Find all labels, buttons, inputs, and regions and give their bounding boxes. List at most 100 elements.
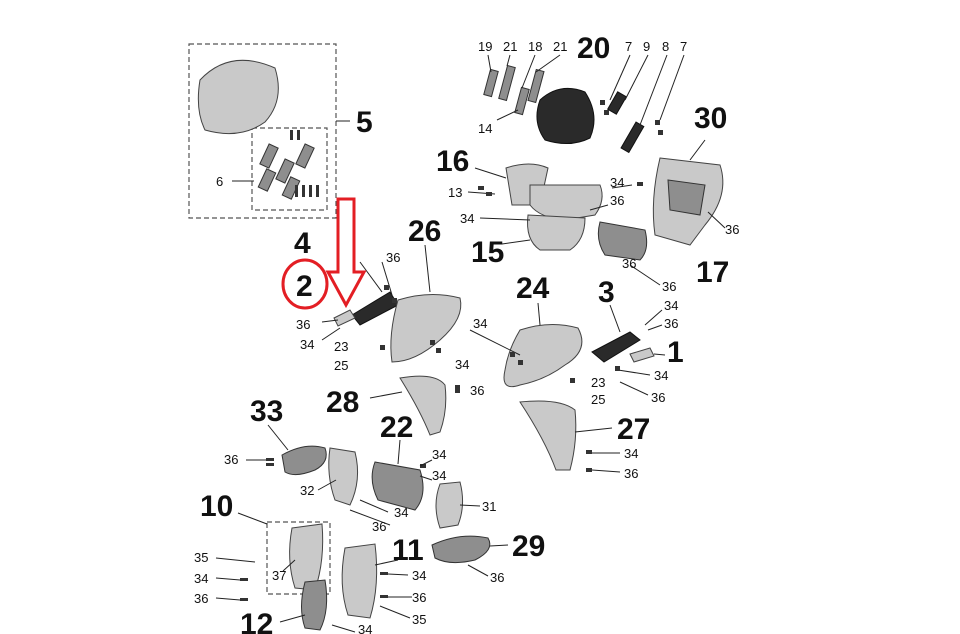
callout-36: 36 bbox=[610, 193, 624, 208]
callout-21: 21 bbox=[503, 39, 517, 54]
callout-14: 14 bbox=[478, 121, 492, 136]
callout-8: 8 bbox=[662, 39, 669, 54]
panel-33 bbox=[281, 445, 327, 476]
callout-36: 36 bbox=[490, 570, 504, 585]
kit-10-box bbox=[266, 521, 331, 595]
callout-34: 34 bbox=[654, 368, 668, 383]
top-small-parts bbox=[483, 64, 545, 116]
panel-32 bbox=[328, 447, 359, 506]
callout-16: 16 bbox=[436, 145, 469, 178]
callout-36: 36 bbox=[224, 452, 238, 467]
callout-5: 5 bbox=[356, 106, 373, 139]
callout-32: 32 bbox=[300, 483, 314, 498]
headlight-15 bbox=[527, 214, 586, 251]
highlight-arrow-icon bbox=[325, 197, 367, 309]
panel-29 bbox=[431, 535, 491, 564]
callout-30: 30 bbox=[694, 102, 727, 135]
callout-15: 15 bbox=[471, 236, 504, 269]
callout-34: 34 bbox=[358, 622, 372, 634]
bracket-37 bbox=[289, 523, 324, 591]
callout-31: 31 bbox=[482, 499, 496, 514]
callout-17: 17 bbox=[696, 256, 729, 289]
front-cowl-26 bbox=[390, 294, 462, 363]
windshield-brackets bbox=[257, 130, 319, 200]
callout-36: 36 bbox=[664, 316, 678, 331]
callout-36: 36 bbox=[651, 390, 665, 405]
callout-1: 1 bbox=[667, 336, 684, 369]
grille-17 bbox=[597, 221, 648, 261]
callout-34: 34 bbox=[432, 468, 446, 483]
callout-36: 36 bbox=[296, 317, 310, 332]
callout-23: 23 bbox=[591, 375, 605, 390]
callout-21: 21 bbox=[553, 39, 567, 54]
callout-34: 34 bbox=[432, 447, 446, 462]
callout-36: 36 bbox=[624, 466, 638, 481]
mirror-brackets bbox=[600, 91, 663, 154]
callout-33: 33 bbox=[250, 395, 283, 428]
callout-34: 34 bbox=[455, 357, 469, 372]
front-cowl-24 bbox=[503, 324, 583, 388]
callout-19: 19 bbox=[478, 39, 492, 54]
callout-9: 9 bbox=[643, 39, 650, 54]
callout-12: 12 bbox=[240, 608, 273, 634]
fastener-clips bbox=[240, 182, 643, 601]
callout-4: 4 bbox=[294, 227, 311, 260]
callout-22: 22 bbox=[380, 411, 413, 444]
callout-34: 34 bbox=[624, 446, 638, 461]
panel-11 bbox=[341, 543, 378, 619]
callout-34: 34 bbox=[394, 505, 408, 520]
callout-36: 36 bbox=[725, 222, 739, 237]
callout-18: 18 bbox=[528, 39, 542, 54]
callout-36: 36 bbox=[194, 591, 208, 606]
highlight-circle bbox=[281, 258, 329, 310]
callout-7: 7 bbox=[680, 39, 687, 54]
inner-trim-3 bbox=[591, 331, 641, 363]
side-panel-27 bbox=[519, 400, 577, 471]
callout-24: 24 bbox=[516, 272, 550, 305]
callout-37: 37 bbox=[272, 568, 286, 583]
callout-10: 10 bbox=[200, 490, 233, 523]
callout-35: 35 bbox=[194, 550, 208, 565]
callout-34: 34 bbox=[412, 568, 426, 583]
windshield-hardware-box bbox=[251, 127, 328, 211]
callout-34: 34 bbox=[664, 298, 678, 313]
callout-36: 36 bbox=[412, 590, 426, 605]
callout-3: 3 bbox=[598, 276, 615, 309]
callout-23: 23 bbox=[334, 339, 348, 354]
headlight-bracket bbox=[529, 184, 603, 221]
callout-34: 34 bbox=[473, 316, 487, 331]
callout-28: 28 bbox=[326, 386, 359, 419]
callout-2: 2 bbox=[296, 270, 313, 303]
windshield bbox=[197, 59, 279, 135]
meter-cover bbox=[536, 87, 595, 144]
callout-34: 34 bbox=[460, 211, 474, 226]
callout-34: 34 bbox=[300, 337, 314, 352]
cover-31 bbox=[435, 481, 464, 529]
small-cover-2 bbox=[333, 309, 356, 327]
callout-7: 7 bbox=[625, 39, 632, 54]
callout-26: 26 bbox=[408, 215, 441, 248]
callout-36: 36 bbox=[372, 519, 386, 534]
windshield-kit-box bbox=[188, 43, 337, 219]
callout-25: 25 bbox=[334, 358, 348, 373]
callout-25: 25 bbox=[591, 392, 605, 407]
callout-11: 11 bbox=[392, 534, 424, 567]
callout-27: 27 bbox=[617, 413, 650, 446]
panel-12 bbox=[301, 579, 328, 631]
callout-20: 20 bbox=[577, 32, 610, 65]
side-panel-28 bbox=[399, 375, 447, 436]
inner-trim-4 bbox=[351, 291, 399, 326]
callout-36: 36 bbox=[662, 279, 676, 294]
inner-panel-30-detail bbox=[667, 179, 706, 216]
callout-35: 35 bbox=[412, 612, 426, 627]
callout-34: 34 bbox=[610, 175, 624, 190]
callout-36: 36 bbox=[622, 256, 636, 271]
small-cover-1 bbox=[629, 347, 655, 363]
callout-36: 36 bbox=[386, 250, 400, 265]
callout-6: 6 bbox=[216, 174, 223, 189]
callout-29: 29 bbox=[512, 530, 545, 563]
callout-34: 34 bbox=[194, 571, 208, 586]
callout-36: 36 bbox=[470, 383, 484, 398]
floor-panel-22 bbox=[371, 461, 424, 511]
